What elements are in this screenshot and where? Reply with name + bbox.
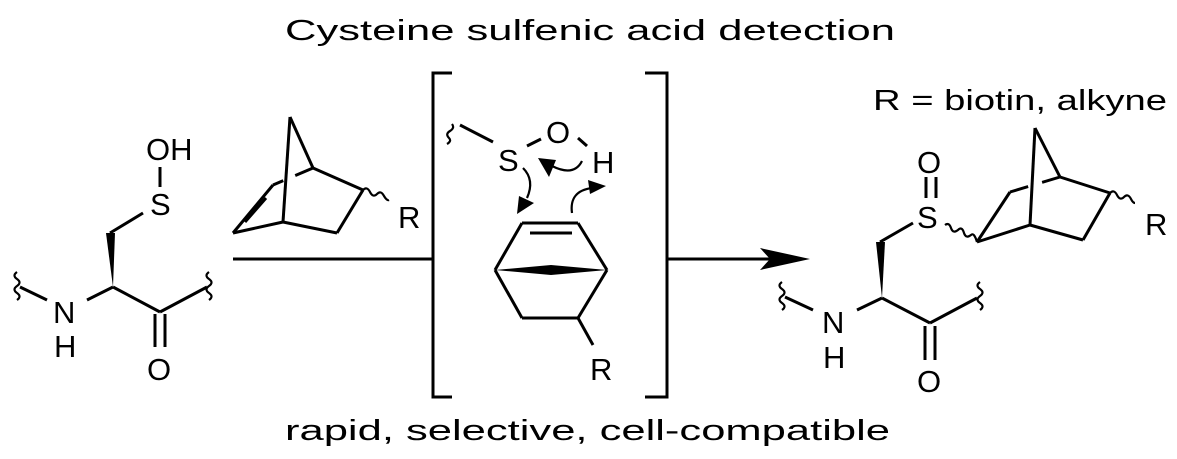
stereo-wedge — [876, 242, 885, 298]
wavy-bond — [446, 123, 455, 145]
wavy-bond — [205, 271, 213, 301]
curved-arrow-head — [517, 196, 534, 214]
curved-arrow-head — [538, 158, 556, 177]
atom-h: H — [592, 145, 614, 180]
wavy-bond — [13, 271, 21, 301]
atom-r: R — [590, 352, 612, 387]
atom-s: S — [498, 143, 519, 178]
atom-o: O — [147, 352, 171, 387]
reaction-arrow-head — [760, 248, 810, 270]
curved-arrow-icon — [522, 167, 532, 199]
curved-arrow-icon — [570, 186, 593, 214]
atom-o: O — [917, 364, 941, 399]
wavy-bond — [1109, 190, 1136, 205]
atom-oh: OH — [146, 132, 193, 167]
r-definition: R = biotin, alkyne — [873, 85, 1167, 117]
sulfoxide-product: O S N H O R — [778, 127, 1167, 399]
wavy-bond — [362, 187, 390, 202]
right-bracket — [645, 71, 669, 399]
atom-r: R — [398, 200, 420, 235]
transition-state: S O H R — [446, 115, 614, 387]
atom-h: H — [823, 340, 845, 375]
atom-o: O — [546, 115, 570, 150]
wavy-bond — [944, 222, 979, 243]
atom-h: H — [54, 329, 76, 364]
cysteine-sulfenic-acid: OH S N H O — [13, 132, 213, 387]
atom-o-sulfoxide: O — [917, 145, 941, 180]
norbornene-probe: R — [231, 116, 420, 235]
bold-bridge-bond — [495, 265, 607, 275]
wavy-bond — [778, 281, 786, 311]
curved-arrow-icon — [551, 160, 583, 172]
atom-s: S — [917, 200, 938, 235]
wavy-bond — [976, 281, 984, 311]
curved-arrow-head — [588, 180, 606, 194]
atom-n: N — [53, 295, 75, 330]
atom-s: S — [150, 187, 171, 222]
scheme-caption: rapid, selective, cell-compatible — [285, 415, 890, 447]
atom-r: R — [1145, 207, 1167, 242]
stereo-wedge — [106, 233, 115, 287]
left-bracket — [431, 71, 452, 399]
atom-n: N — [822, 305, 844, 340]
scheme-title: Cysteine sulfenic acid detection — [285, 15, 895, 47]
